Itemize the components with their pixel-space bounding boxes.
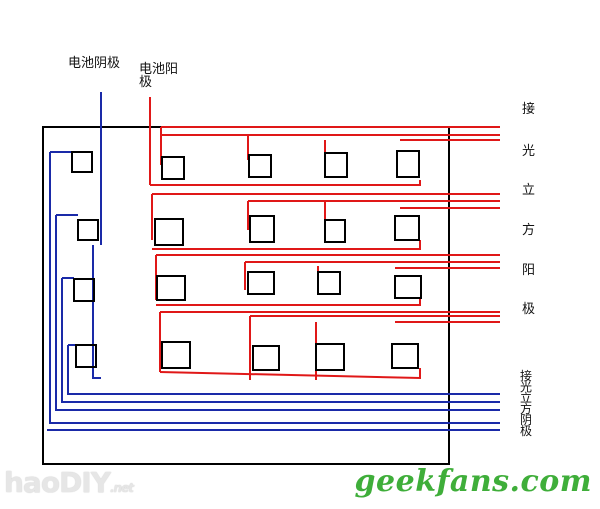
led-pad-13 <box>156 275 186 301</box>
led-pad-4 <box>75 344 97 368</box>
red-layer3-out <box>156 298 421 306</box>
cathode-side-label: 接光立方阴极 <box>519 369 532 438</box>
led-pad-9 <box>154 218 184 246</box>
led-pad-14 <box>247 271 275 295</box>
red-layer4-out <box>159 368 421 380</box>
cathode-label: 电池阴极 <box>68 56 121 71</box>
led-pad-19 <box>315 343 345 371</box>
led-pad-1 <box>71 151 93 173</box>
led-pad-20 <box>391 343 419 369</box>
watermark-left: haoDIY.net <box>4 466 134 499</box>
blue-col2 <box>55 215 500 411</box>
anode-side-char-2: 光 <box>522 144 536 159</box>
anode-side-char-3: 立 <box>522 183 536 198</box>
led-pad-11 <box>324 219 346 243</box>
blue-col3 <box>61 278 500 403</box>
led-pad-6 <box>248 154 272 178</box>
anode-side-char-1: 接 <box>522 102 536 117</box>
anode-label-line1: 电池阳 <box>139 62 179 77</box>
anode-side-char-4: 方 <box>522 223 536 238</box>
led-pad-5 <box>161 156 185 180</box>
board-frame <box>42 126 450 465</box>
led-pad-7 <box>324 152 348 178</box>
blue-col1 <box>49 152 500 424</box>
anode-side-char-6: 极 <box>522 302 536 317</box>
led-pad-15 <box>317 271 341 295</box>
led-pad-12 <box>394 215 420 241</box>
led-pad-10 <box>249 215 275 243</box>
red-layer2-out <box>152 240 421 250</box>
anode-label-line2: 极 <box>139 75 153 90</box>
watermark-right: geekfans.com <box>354 464 592 499</box>
blue-col4 <box>67 345 500 395</box>
led-pad-16 <box>394 275 422 299</box>
led-pad-18 <box>252 345 280 371</box>
led-pad-8 <box>396 150 420 178</box>
red-layer1-out <box>150 180 421 186</box>
led-pad-2 <box>77 219 99 241</box>
anode-side-char-5: 阳 <box>522 263 536 278</box>
led-pad-17 <box>161 341 191 369</box>
led-pad-3 <box>73 278 95 302</box>
